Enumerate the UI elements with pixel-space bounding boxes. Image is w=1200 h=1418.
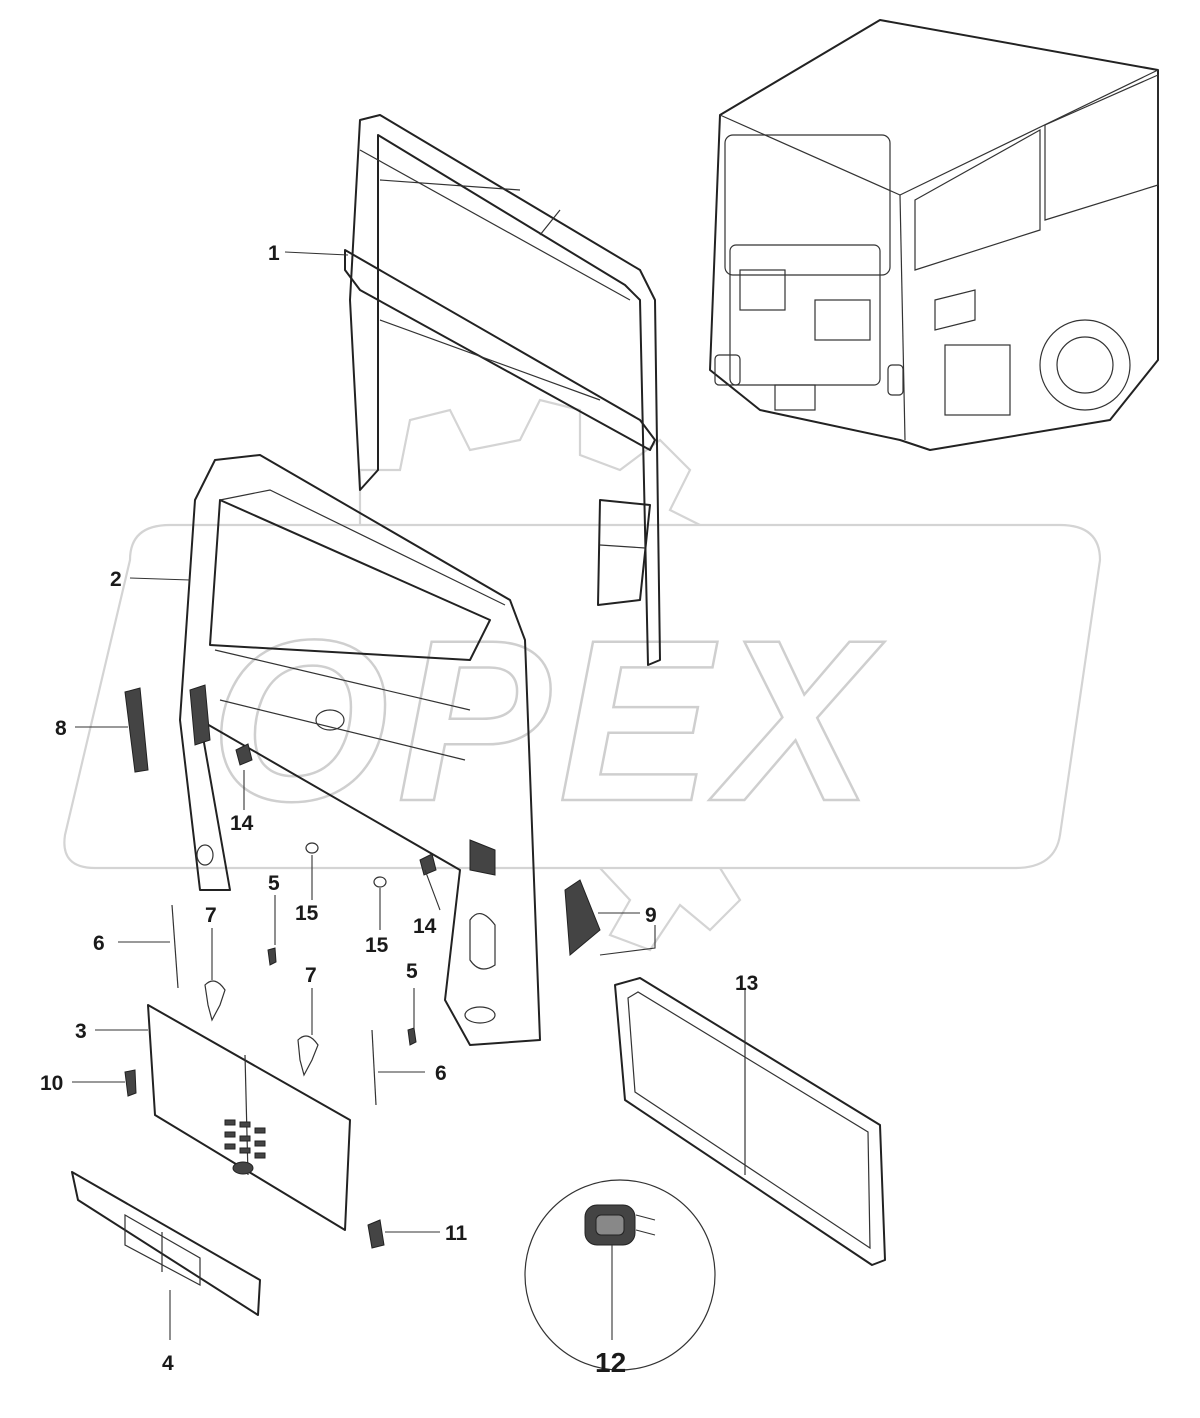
part-14-clip-b (419, 853, 437, 876)
callout-9: 9 (645, 904, 657, 927)
small-parts (124, 743, 437, 1249)
callout-14a: 14 (230, 812, 254, 835)
callout-13: 13 (735, 972, 758, 995)
part-11-striker (367, 1219, 385, 1249)
part-4-plate-panel (71, 1171, 261, 1316)
callout-14b: 14 (413, 915, 437, 938)
callout-2: 2 (110, 568, 122, 591)
part-7-hinge-a (204, 980, 226, 1022)
part-10-latch (124, 1069, 137, 1097)
callout-6a: 6 (93, 932, 105, 955)
callout-labels: 1 2 3 4 5 5 6 6 7 7 8 9 10 11 12 13 14 1… (40, 242, 758, 1378)
part-12-switch-detail (524, 1179, 716, 1371)
callout-5a: 5 (268, 872, 280, 895)
callout-3: 3 (75, 1020, 87, 1043)
part-14-clip-a (235, 743, 253, 766)
callout-7a: 7 (205, 904, 217, 927)
part-13-side-window (614, 977, 886, 1266)
callout-15a: 15 (295, 902, 319, 925)
callout-4: 4 (162, 1352, 174, 1375)
part-15-plug-a (305, 842, 319, 854)
watermark-text: OPEX (210, 592, 885, 849)
part-3-rear-hatch (147, 1004, 351, 1231)
callout-7b: 7 (305, 964, 317, 987)
part-5-bracket-a (267, 947, 277, 966)
callout-8: 8 (55, 717, 67, 740)
part-2-rear-body-panel (179, 454, 541, 1046)
leader-lines (72, 251, 746, 1340)
part-7-hinge-b (297, 1035, 319, 1077)
part-6-strut-a (171, 904, 179, 989)
callout-10: 10 (40, 1072, 63, 1095)
watermark: OPEX (63, 398, 1102, 952)
part-9-right-vent (564, 879, 601, 957)
hatch-vent-grille (224, 1119, 266, 1159)
part-5-bracket-b (407, 1027, 417, 1046)
callout-6b: 6 (435, 1062, 447, 1085)
bus-rear-view-illustration (709, 19, 1159, 451)
callout-12: 12 (595, 1347, 626, 1378)
part-15-plug-b (373, 876, 387, 888)
part-1-rear-frame (344, 114, 661, 666)
callout-1: 1 (268, 242, 280, 265)
part-8-left-vent (124, 687, 149, 773)
callout-15b: 15 (365, 934, 389, 957)
callout-5b: 5 (406, 960, 418, 983)
callout-11: 11 (445, 1222, 468, 1245)
part-6-strut-b (371, 1029, 377, 1106)
